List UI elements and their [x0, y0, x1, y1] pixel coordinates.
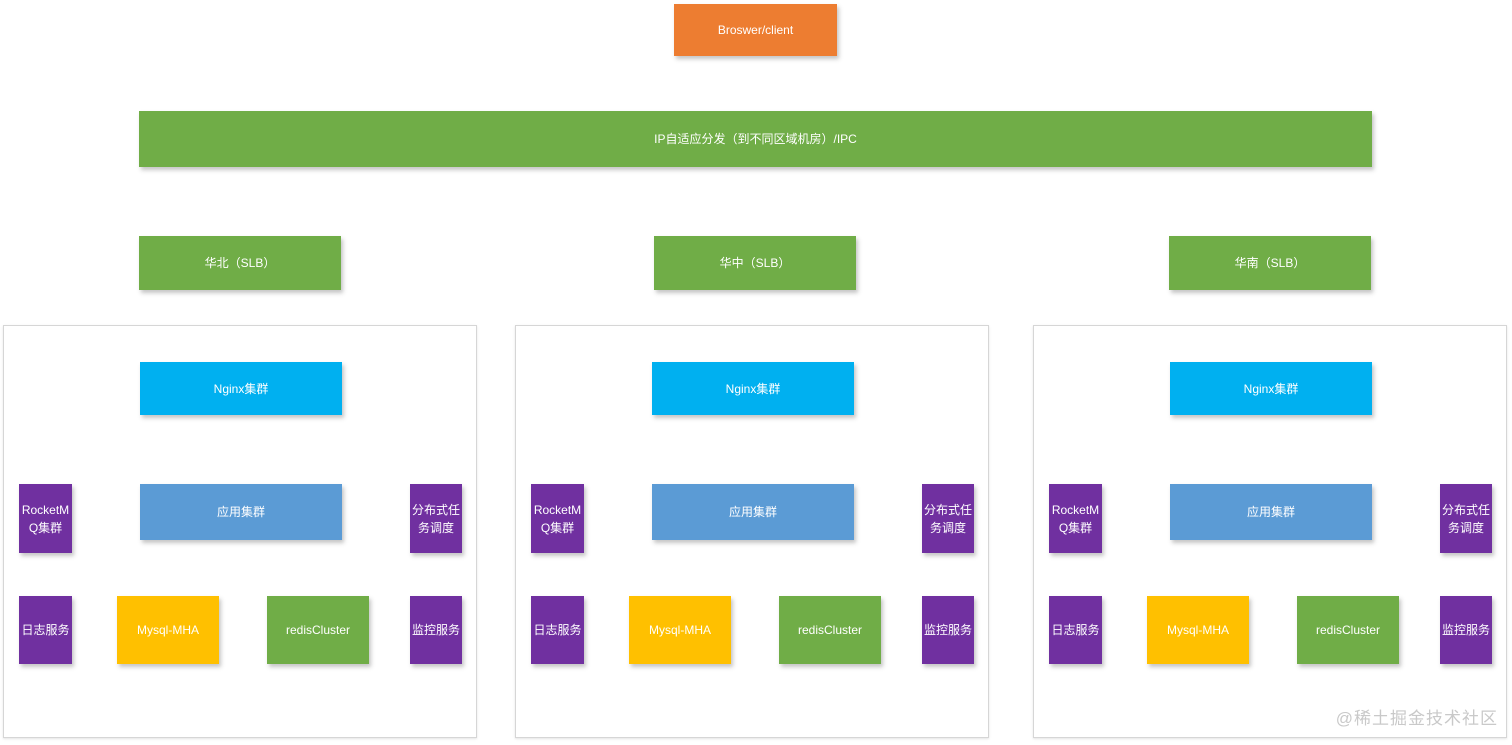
- nginx-cluster-node: Nginx集群: [1170, 362, 1372, 415]
- ip-dispatch-node: IP自适应分发（到不同区域机房）/IPC: [139, 111, 1372, 167]
- app-cluster-node: 应用集群: [140, 484, 342, 540]
- region-panel-north: Nginx集群 RocketMQ集群 应用集群 分布式任务调度 日志服务 Mys…: [3, 325, 477, 738]
- region-panel-south: Nginx集群 RocketMQ集群 应用集群 分布式任务调度 日志服务 Mys…: [1033, 325, 1507, 738]
- redis-cluster-node: redisCluster: [267, 596, 369, 664]
- rocketmq-cluster-node: RocketMQ集群: [1049, 484, 1102, 553]
- rocketmq-cluster-node: RocketMQ集群: [531, 484, 584, 553]
- slb-south-node: 华南（SLB）: [1169, 236, 1371, 290]
- monitor-service-node: 监控服务: [922, 596, 974, 664]
- mysql-mha-node: Mysql-MHA: [1147, 596, 1249, 664]
- app-cluster-node: 应用集群: [652, 484, 854, 540]
- task-scheduler-node: 分布式任务调度: [410, 484, 462, 553]
- app-cluster-node: 应用集群: [1170, 484, 1372, 540]
- slb-north-node: 华北（SLB）: [139, 236, 341, 290]
- log-service-node: 日志服务: [531, 596, 584, 664]
- redis-cluster-node: redisCluster: [779, 596, 881, 664]
- region-panel-central: Nginx集群 RocketMQ集群 应用集群 分布式任务调度 日志服务 Mys…: [515, 325, 989, 738]
- monitor-service-node: 监控服务: [1440, 596, 1492, 664]
- mysql-mha-node: Mysql-MHA: [117, 596, 219, 664]
- slb-central-node: 华中（SLB）: [654, 236, 856, 290]
- monitor-service-node: 监控服务: [410, 596, 462, 664]
- browser-client-node: Broswer/client: [674, 4, 837, 56]
- task-scheduler-node: 分布式任务调度: [922, 484, 974, 553]
- nginx-cluster-node: Nginx集群: [140, 362, 342, 415]
- redis-cluster-node: redisCluster: [1297, 596, 1399, 664]
- log-service-node: 日志服务: [19, 596, 72, 664]
- juejin-watermark: @稀土掘金技术社区: [1335, 709, 1498, 728]
- rocketmq-cluster-node: RocketMQ集群: [19, 484, 72, 553]
- mysql-mha-node: Mysql-MHA: [629, 596, 731, 664]
- log-service-node: 日志服务: [1049, 596, 1102, 664]
- nginx-cluster-node: Nginx集群: [652, 362, 854, 415]
- task-scheduler-node: 分布式任务调度: [1440, 484, 1492, 553]
